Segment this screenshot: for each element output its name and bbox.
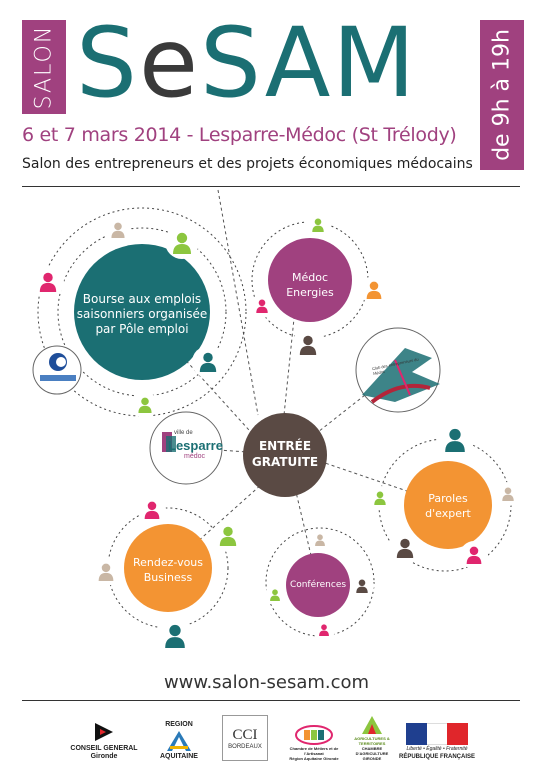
paroles-expert-bubble [404,461,492,549]
brand-letter-e: e [138,7,200,119]
sponsor-chambre-metiers: Chambre de Métiers et de l'Artisanat Rég… [284,706,344,761]
aquitaine-logo-icon [167,731,191,751]
medoc-energies-label: Médoc Energies [286,271,334,299]
lesparre-logo-sub: médoc [184,453,206,460]
pole-emploi-logo [40,353,76,381]
lesparre-logo-top: ville de [174,430,193,436]
cci-logo-box: CCI BORDEAUX [222,715,268,761]
medoc-people [250,213,388,361]
sponsor-republique-francaise: Liberté • Égalité • Fraternité RÉPUBLIQU… [399,706,475,761]
sponsor-conseil-general: CONSEIL GENERAL Gironde [70,706,138,761]
sponsor-cci: CCI BORDEAUX [220,706,270,761]
sponsor-logos: CONSEIL GENERAL Gironde REGION AQUITAINE… [0,706,533,761]
brand-title: SeSAM [76,8,417,118]
club-logo [362,348,440,404]
bourse-bubble [74,244,210,380]
sponsor-region-aquitaine: REGION AQUITAINE [160,721,198,760]
french-flag-icon [406,723,469,745]
conferences-bubble [286,553,350,617]
paroles-expert-label: Paroles d'expert [425,492,471,520]
conseil-general-logo-icon [95,723,113,741]
lesparre-logo-name: Lesparre [168,438,223,453]
conferences-label: Conférences [289,580,347,590]
brand-letter-s: S [76,7,139,119]
bourse-label: Bourse aux emplois saisonniers organisée… [76,292,208,336]
rdv-people [92,496,244,655]
entree-gratuite-bubble [243,413,327,497]
website-url[interactable]: www.salon-sesam.com [163,672,370,693]
medoc-energies-bubble [268,238,352,322]
sponsor-chambre-agriculture: AGRICULTURES & TERRITOIRES CHAMBRE D'AGR… [346,706,398,761]
lesparre-logo [162,432,176,452]
header-divider [22,186,520,187]
footer-divider [22,700,520,701]
lesparre-logo-circle [149,411,223,485]
chambre-metiers-logo-icon [295,725,333,745]
agriculture-logo-icon [362,716,382,734]
event-tagline: Salon des entrepreneurs et des projets é… [22,156,473,172]
salon-label-bar: SALON [22,20,66,114]
bourse-people [32,217,224,418]
entree-gratuite-label: ENTRÉE GRATUITE [251,439,319,469]
event-dates: 6 et 7 mars 2014 - Lesparre-Médoc (St Tr… [22,124,457,146]
rendez-vous-label: Rendez-vous Business [132,556,204,584]
hours-bar: de 9h à 19h [480,20,524,170]
conferences-people [265,529,374,641]
brand-letters-sam: SAM [200,7,418,119]
paroles-people [368,422,520,569]
rendez-vous-bubble [124,524,212,612]
